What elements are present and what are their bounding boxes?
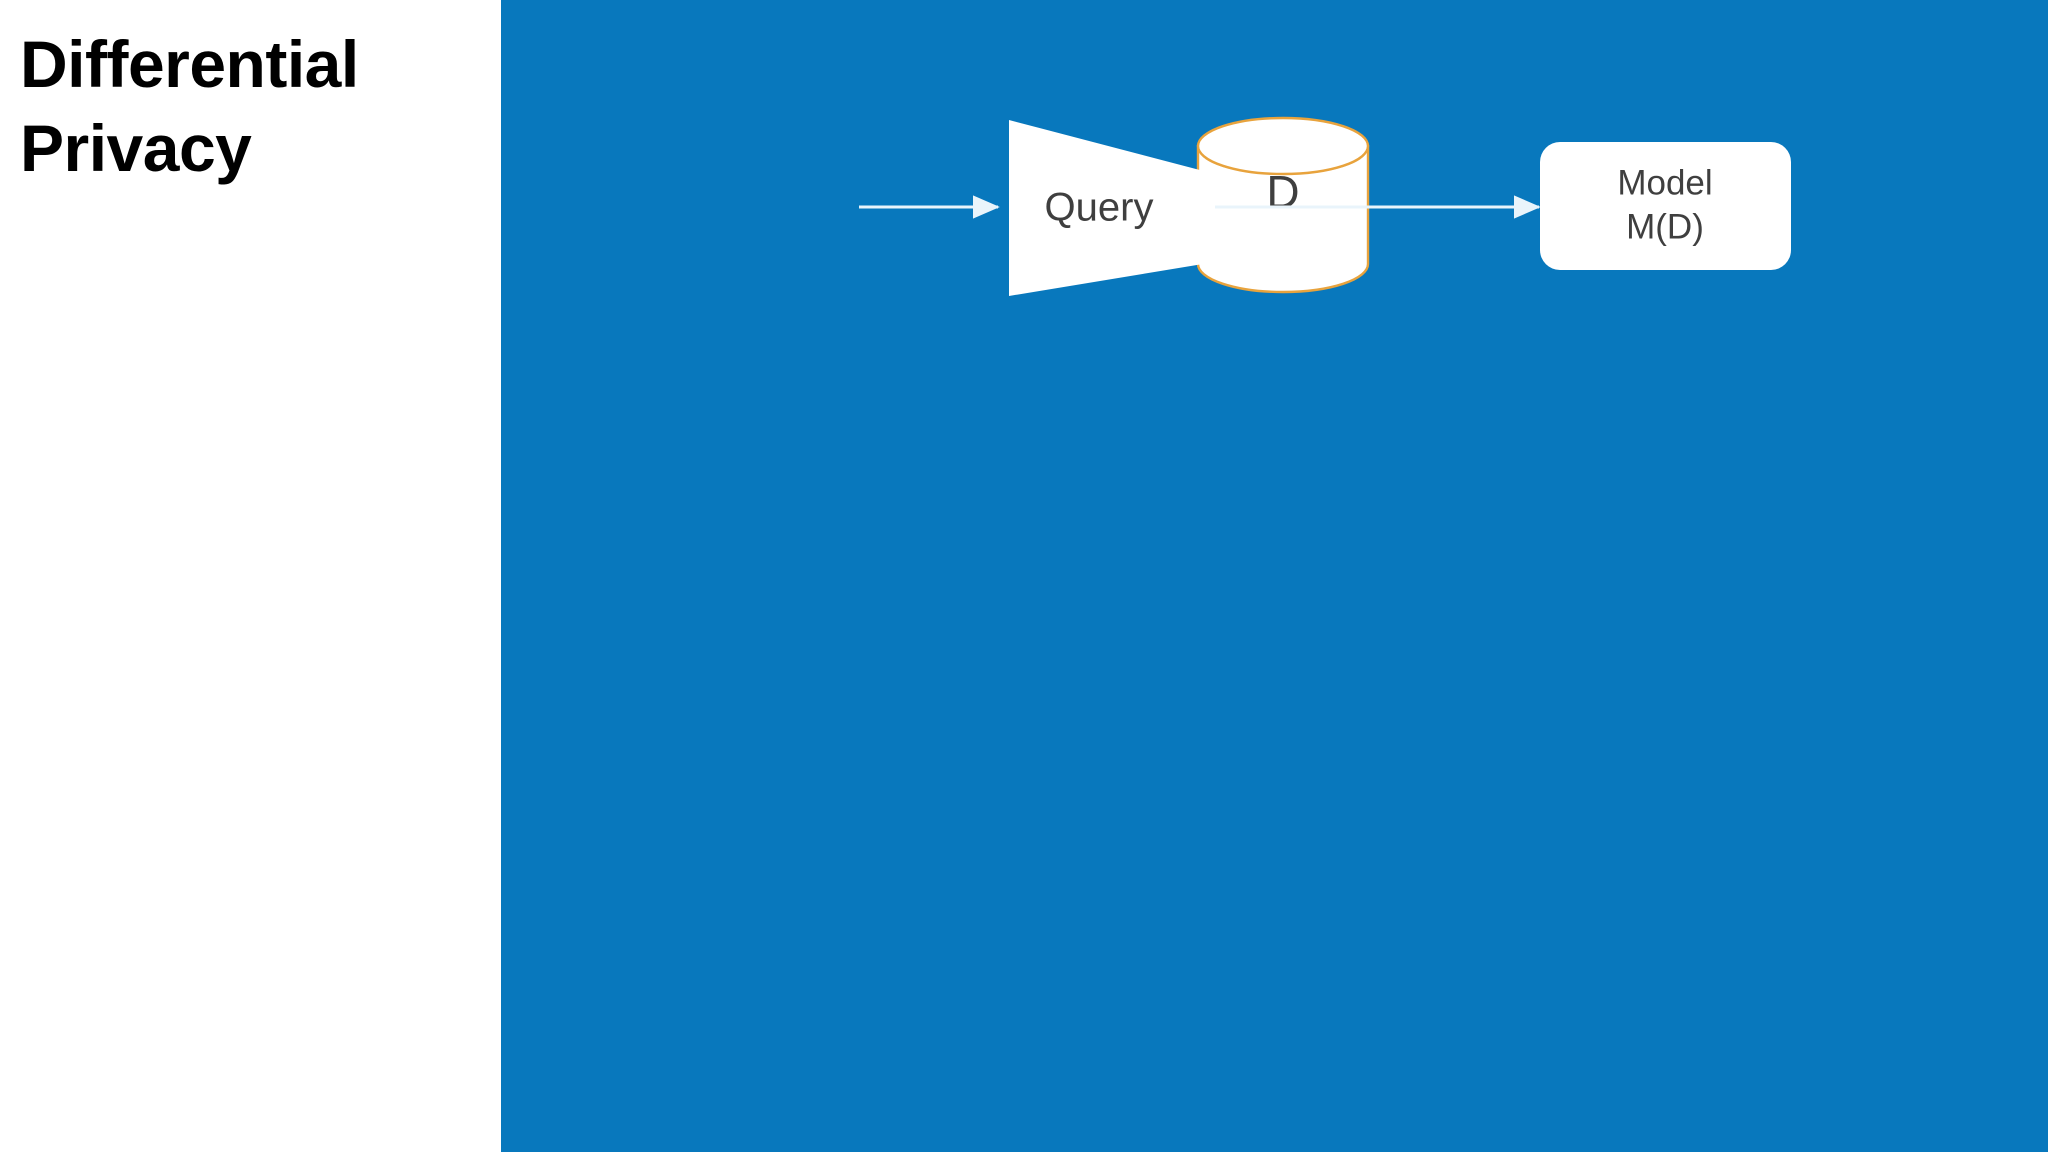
model-label-line2: M(D): [1626, 207, 1704, 246]
cylinder-rim-accent: [1199, 151, 1367, 175]
cylinder-body: [1196, 144, 1370, 294]
query-shape: [1009, 120, 1215, 296]
model-box-shape: [1540, 142, 1791, 270]
content-canvas: D Query Model M(D): [501, 0, 2048, 1152]
node-database-cylinder[interactable]: D: [1196, 116, 1370, 294]
database-label: D: [1266, 166, 1299, 218]
page-title: Differential Privacy: [20, 27, 359, 186]
node-query-trapezoid[interactable]: Query: [1009, 120, 1215, 296]
title-panel: Differential Privacy: [0, 0, 501, 1152]
pipeline-diagram: D Query Model M(D): [859, 116, 1791, 296]
node-model-box[interactable]: Model M(D): [1540, 142, 1791, 270]
model-label-line1: Model: [1617, 163, 1712, 202]
query-label: Query: [1045, 186, 1154, 230]
